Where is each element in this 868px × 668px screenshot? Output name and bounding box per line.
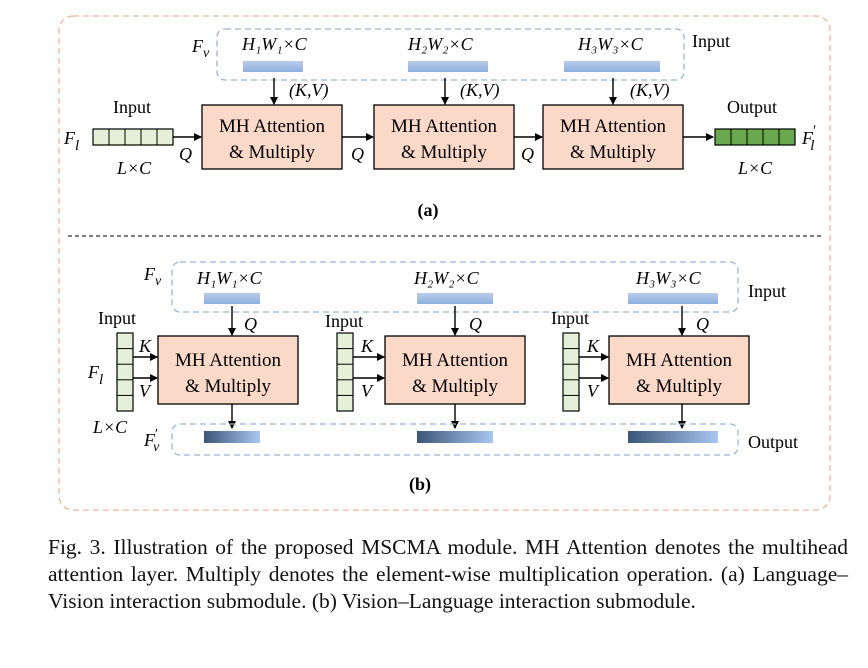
dim-label-b-1: H₁W₁×C <box>196 268 263 288</box>
vision-output-bar-b-1 <box>204 431 260 443</box>
language-feature-a <box>92 128 174 146</box>
attention-block-b-2 <box>384 335 526 405</box>
figure-caption: Fig. 3. Illustration of the proposed MSC… <box>48 535 848 613</box>
vision-feature-bar-b-3 <box>628 293 718 304</box>
v-label-b-2: V <box>361 381 374 401</box>
lang-input-label-b-3: Input <box>551 308 589 328</box>
v-label-b-1: V <box>139 381 152 401</box>
fl-label-a: Fl <box>63 128 79 154</box>
lang-input-label-a: Input <box>113 97 151 117</box>
kv-label-a-3: (K,V) <box>630 80 670 101</box>
attention-block-b-1-line2: & Multiply <box>185 376 272 397</box>
output-label-b: Output <box>748 432 798 452</box>
attention-block-a-2-line2: & Multiply <box>401 142 488 163</box>
kv-label-a-2: (K,V) <box>460 80 500 101</box>
q-label-a-2: Q <box>521 144 534 164</box>
q-label-b-1: Q <box>244 314 257 334</box>
fl-prime-label-a: F′l <box>801 123 816 154</box>
q-label-a-0: Q <box>179 144 192 164</box>
fv-label-a: Fv <box>191 36 210 61</box>
vision-feature-bar-a-3 <box>564 61 660 72</box>
language-feature-b-3 <box>562 332 580 412</box>
out-dim-a: L×C <box>737 158 773 178</box>
vision-feature-bar-b-2 <box>417 293 493 304</box>
language-feature-b-1 <box>116 332 134 412</box>
attention-block-a-1 <box>201 104 343 170</box>
v-label-b-3: V <box>587 381 600 401</box>
vision-input-label-b: Input <box>748 281 786 301</box>
submodule-b-tag: (b) <box>409 474 431 495</box>
vision-feature-bar-a-2 <box>408 61 488 72</box>
k-label-b-1: K <box>138 336 152 356</box>
attention-block-b-3-line2: & Multiply <box>636 376 723 397</box>
attention-block-a-1-line1: MH Attention <box>219 116 326 137</box>
language-feature-b-2 <box>336 332 354 412</box>
vision-input-label-a: Input <box>692 31 730 51</box>
attention-block-a-1-line2: & Multiply <box>229 142 316 163</box>
kv-label-a-1: (K,V) <box>289 80 329 101</box>
k-label-b-3: K <box>586 336 600 356</box>
attention-block-a-3-line2: & Multiply <box>570 142 657 163</box>
mscma-diagram: Fv Input H₁W₁×C H₂W₂×C H₃W₃×C (K,V) (K,V… <box>58 15 831 511</box>
attention-block-b-2-line1: MH Attention <box>402 350 509 371</box>
lang-input-label-b-1: Input <box>98 308 136 328</box>
vision-output-bar-b-2 <box>417 431 493 443</box>
fv-label-b: Fv <box>143 264 162 289</box>
q-label-b-3: Q <box>696 314 709 334</box>
q-label-b-2: Q <box>469 314 482 334</box>
q-label-a-1: Q <box>351 144 364 164</box>
dim-label-a-3: H₃W₃×C <box>577 34 644 54</box>
attention-block-b-2-line2: & Multiply <box>412 376 499 397</box>
fl-label-b: Fl <box>87 362 103 388</box>
attention-block-b-3-line1: MH Attention <box>626 350 733 371</box>
language-output-a <box>714 128 796 146</box>
submodule-b: Fv Input H₁W₁×C H₂W₂×C H₃W₃×C Q Q Q MH A… <box>87 261 798 495</box>
attention-block-b-3 <box>608 335 750 405</box>
k-label-b-2: K <box>360 336 374 356</box>
lang-dim-b: L×C <box>92 417 128 437</box>
outer-frame <box>58 15 831 511</box>
lang-input-label-b-2: Input <box>325 311 363 331</box>
attention-block-a-3-line1: MH Attention <box>560 116 667 137</box>
vision-output-frame-b <box>171 423 739 456</box>
dim-label-b-3: H₃W₃×C <box>635 268 702 288</box>
vision-input-frame-a <box>216 28 685 81</box>
dim-label-b-2: H₂W₂×C <box>413 268 480 288</box>
attention-block-a-2-line1: MH Attention <box>391 116 498 137</box>
lang-dim-a: L×C <box>116 158 152 178</box>
attention-block-b-1-line1: MH Attention <box>175 350 282 371</box>
vision-output-bar-b-3 <box>628 431 718 443</box>
dim-label-a-1: H₁W₁×C <box>241 34 308 54</box>
attention-block-a-2 <box>373 104 515 170</box>
output-label-a: Output <box>727 97 777 117</box>
attention-block-b-1 <box>157 335 299 405</box>
attention-block-a-3 <box>542 104 684 170</box>
vision-feature-bar-a-1 <box>243 61 303 72</box>
vision-feature-bar-b-1 <box>204 293 260 304</box>
submodule-a: Fv Input H₁W₁×C H₂W₂×C H₃W₃×C (K,V) (K,V… <box>63 28 816 221</box>
dim-label-a-2: H₂W₂×C <box>407 34 474 54</box>
submodule-a-tag: (a) <box>418 200 439 221</box>
fv-prime-label-b: F′v <box>143 427 160 455</box>
